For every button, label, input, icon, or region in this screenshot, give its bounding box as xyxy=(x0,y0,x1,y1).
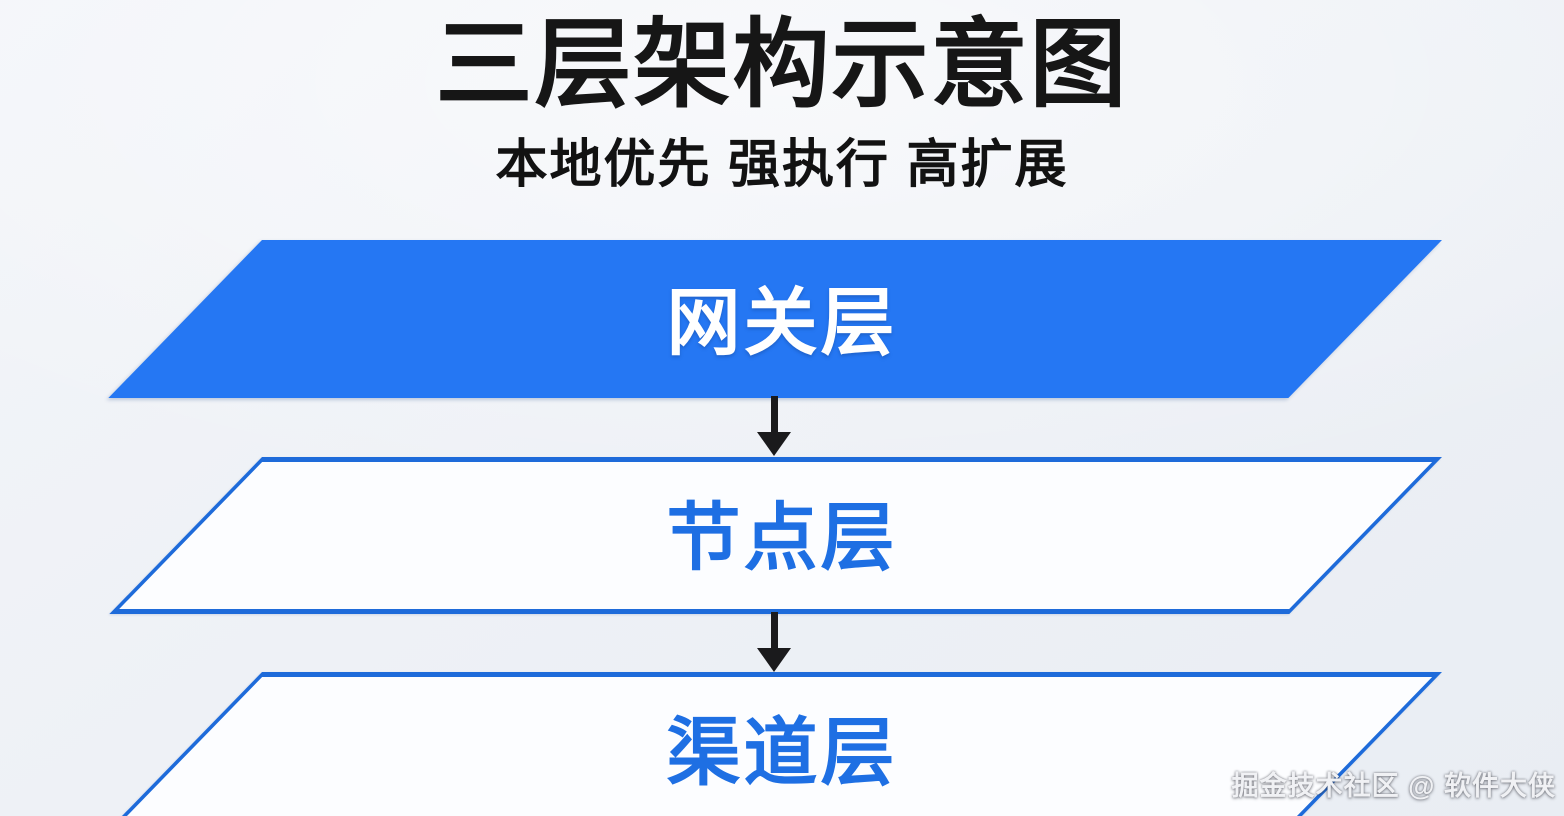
arrow-stem xyxy=(771,612,778,650)
watermark: 掘金技术社区 @ 软件大侠 xyxy=(1231,771,1556,801)
page-subtitle: 本地优先 强执行 高扩展 xyxy=(495,136,1069,194)
gateway-layer-label: 网关层 xyxy=(666,281,898,364)
arrow-stem xyxy=(771,396,778,434)
page-title: 三层架构示意图 xyxy=(435,10,1129,119)
node-layer-label: 节点层 xyxy=(666,496,898,579)
channel-layer-label: 渠道层 xyxy=(666,711,898,794)
arrow-down-icon xyxy=(757,432,791,456)
arrow-down-icon xyxy=(757,648,791,672)
